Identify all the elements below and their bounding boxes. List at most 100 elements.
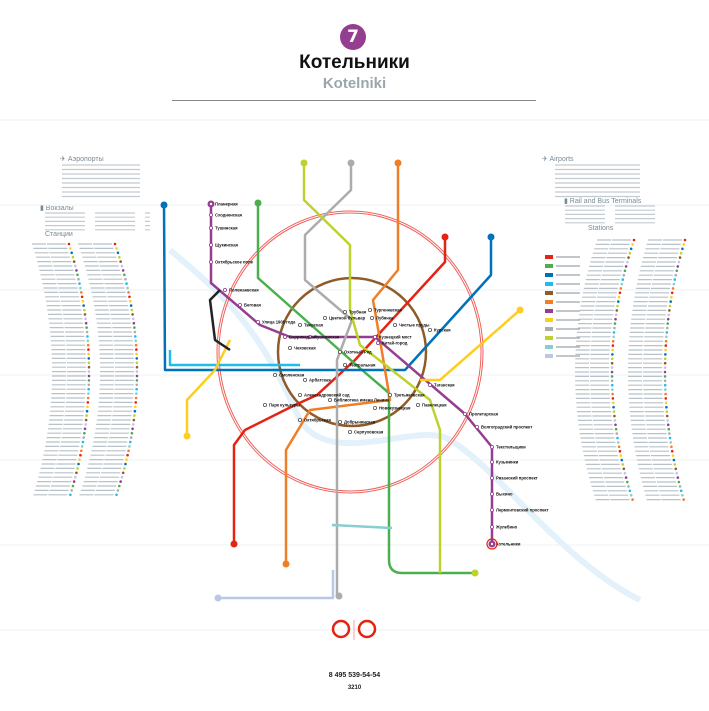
station-marker <box>427 382 432 387</box>
index-line-dot <box>664 348 667 352</box>
index-line-dot <box>79 291 83 294</box>
index-line-dot <box>87 387 90 391</box>
index-line-dot <box>87 348 90 351</box>
index-line-dot <box>611 401 615 405</box>
station-label: Полежаевская <box>229 288 259 293</box>
station-marker <box>342 309 347 314</box>
index-line-dot <box>631 243 634 246</box>
line-terminus-marker <box>300 159 308 167</box>
index-line-dot <box>131 427 134 431</box>
airports-heading-en: ✈ Airports <box>542 156 574 163</box>
label: Rail and Bus Terminals <box>569 198 642 205</box>
index-line-dot <box>613 414 616 418</box>
index-line-dot <box>87 392 90 395</box>
index-line-dot <box>67 242 71 246</box>
terminals-heading-en: ▮ Rail and Bus Terminals <box>564 198 642 205</box>
metro-line-l3 <box>162 204 493 372</box>
legend-line-swatch <box>545 354 553 358</box>
index-line-dot <box>125 282 128 285</box>
station-marker <box>327 397 332 402</box>
station-marker <box>372 405 377 410</box>
station-label: Театральная <box>349 363 376 368</box>
index-line-dot <box>87 357 91 360</box>
index-line-dot <box>664 401 668 405</box>
index-line-dot <box>663 375 667 378</box>
index-line-dot <box>665 414 669 418</box>
index-line-dot <box>135 387 138 391</box>
index-line-dot <box>679 251 683 255</box>
station-label: Улица 1905 года <box>262 320 296 325</box>
index-line-dot <box>668 432 671 435</box>
station-label: Кузнецкий мост <box>379 335 412 340</box>
station-label: Октябрьское поле <box>215 260 254 265</box>
station-label: Курская <box>434 328 451 333</box>
index-line-dot <box>666 322 669 325</box>
river <box>168 247 642 603</box>
index-line-dot <box>614 427 618 431</box>
index-line-dot <box>132 321 136 325</box>
index-line-dot <box>125 458 128 461</box>
station-label: Лермонтовский проспект <box>496 508 549 513</box>
station-label: Пушкинская <box>314 335 340 340</box>
index-line-dot <box>130 431 134 435</box>
station-label: Павелецкая <box>422 403 447 408</box>
line-7-badge: 7 <box>340 24 366 50</box>
index-line-dot <box>664 344 668 347</box>
index-line-dot <box>116 489 120 492</box>
station-label: Цветной бульвар <box>329 316 366 321</box>
index-line-dot <box>631 498 634 501</box>
index-line-dot <box>115 247 118 250</box>
index-line-dot <box>86 335 89 338</box>
index-line-dot <box>681 247 684 251</box>
station-label: Парк культуры <box>269 403 300 408</box>
index-line-dot <box>629 493 633 497</box>
index-line-dot <box>620 458 624 462</box>
line-terminus-marker <box>516 306 524 314</box>
metro-line-l10 <box>302 163 442 573</box>
index-line-dot <box>623 471 627 475</box>
index-line-dot <box>671 287 675 290</box>
station-marker <box>372 334 377 339</box>
index-line-dot <box>664 339 668 343</box>
index-line-dot <box>135 357 139 360</box>
index-line-dot <box>133 326 136 329</box>
line-terminus-marker <box>183 432 191 440</box>
index-line-dot <box>78 282 81 285</box>
line-5-koltsevaya <box>276 276 428 428</box>
station-marker <box>369 315 374 320</box>
index-line-dot <box>667 313 671 317</box>
index-line-dot <box>683 238 687 242</box>
index-line-dot <box>127 449 130 453</box>
station-marker <box>462 411 467 416</box>
index-line-dot <box>612 335 615 339</box>
station-label: Выхино <box>496 492 513 497</box>
index-line-dot <box>615 309 619 312</box>
legend-line-swatch <box>545 318 553 322</box>
station-label: Новокузнецкая <box>379 406 411 411</box>
index-line-dot <box>71 255 75 259</box>
terminals-heading-ru: ▮ Вокзалы <box>40 205 74 212</box>
transport-logo <box>357 619 377 639</box>
station-marker <box>337 349 342 354</box>
station-label: Трубная <box>349 310 367 315</box>
line-terminus-marker <box>254 199 262 207</box>
current-station-highlight <box>486 538 498 550</box>
legend-line-swatch <box>545 336 553 340</box>
index-line-dot <box>664 397 668 400</box>
index-line-dot <box>663 361 667 365</box>
station-marker <box>337 419 342 424</box>
station-marker <box>474 424 479 429</box>
index-line-dot <box>87 365 91 369</box>
line-terminus-marker <box>441 233 449 241</box>
index-line-dot <box>672 458 676 462</box>
index-line-dot <box>610 361 614 365</box>
index-line-dot <box>86 343 90 347</box>
index-line-dot <box>126 286 129 290</box>
metro-line-l4 <box>168 350 300 367</box>
index-line-dot <box>118 484 121 488</box>
index-line-dot <box>666 423 670 427</box>
station-marker <box>208 201 213 206</box>
index-line-dot <box>623 269 627 273</box>
station-label: Беговая <box>244 303 261 308</box>
index-line-dot <box>131 313 134 316</box>
